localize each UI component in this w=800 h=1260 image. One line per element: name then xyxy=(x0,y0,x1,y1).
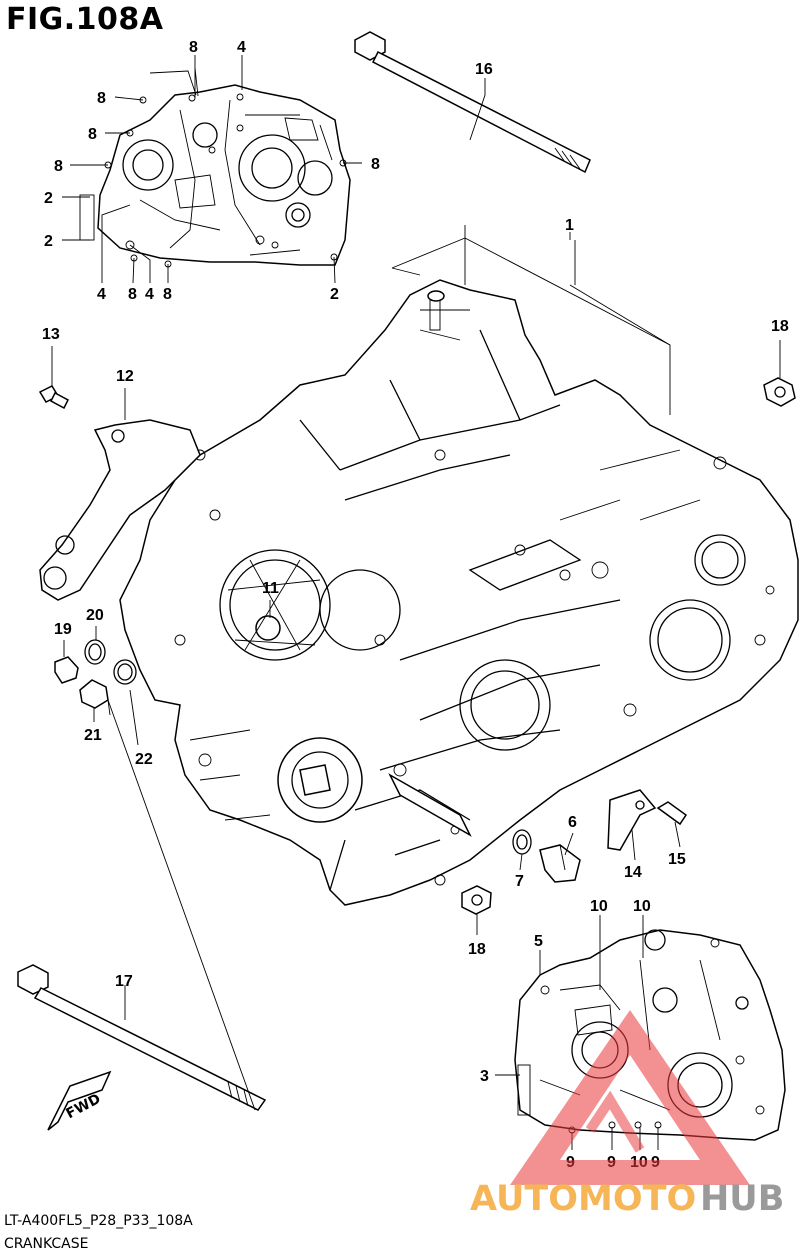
callout-4: 4 xyxy=(97,286,106,303)
callout-7: 7 xyxy=(515,873,524,890)
callout-2: 2 xyxy=(330,286,339,303)
callout-18: 18 xyxy=(468,941,486,958)
callout-11: 11 xyxy=(262,580,279,597)
callout-8: 8 xyxy=(128,286,137,303)
long-bolt-17 xyxy=(17,964,267,1111)
watermark-triangle-icon xyxy=(510,1010,750,1185)
callout-22: 22 xyxy=(135,751,153,768)
callout-3: 3 xyxy=(480,1068,489,1085)
callout-8: 8 xyxy=(371,156,380,173)
callout-2: 2 xyxy=(44,190,53,207)
bolt-13 xyxy=(38,385,69,410)
bolt-15 xyxy=(656,801,688,826)
callout-4: 4 xyxy=(237,39,246,56)
plug-19 xyxy=(54,656,79,684)
callout-8: 8 xyxy=(189,39,198,56)
bracket-14 xyxy=(607,789,657,851)
watermark-logo xyxy=(510,1010,750,1185)
callout-8: 8 xyxy=(97,90,106,107)
callout-8: 8 xyxy=(163,286,172,303)
fwd-arrow: FWD xyxy=(47,1070,112,1131)
callout-8: 8 xyxy=(88,126,97,143)
figure-title: FIG.108A xyxy=(6,2,164,37)
callout-16: 16 xyxy=(475,61,493,78)
callout-6: 6 xyxy=(568,814,577,831)
callout-20: 20 xyxy=(86,607,104,624)
washer-22 xyxy=(113,659,137,685)
watermark-part1: AUTOMOTO xyxy=(470,1179,696,1219)
watermark-text: AUTOMOTO HUB xyxy=(470,1179,784,1219)
callout-10: 10 xyxy=(633,898,651,915)
callout-12: 12 xyxy=(116,368,134,385)
bracket-12 xyxy=(39,419,201,601)
callout-19: 19 xyxy=(54,621,72,638)
callout-14: 14 xyxy=(624,864,642,881)
callout-13: 13 xyxy=(42,326,60,343)
figure-code: LT-A400FL5_P28_P33_108A xyxy=(4,1213,193,1229)
callout-10: 10 xyxy=(590,898,608,915)
callout-2: 2 xyxy=(44,233,53,250)
watermark-part2: HUB xyxy=(700,1179,784,1219)
callout-17: 17 xyxy=(115,973,133,990)
washer-7 xyxy=(512,829,532,855)
plug-21 xyxy=(79,679,109,709)
figure-name: CRANKCASE xyxy=(4,1236,89,1252)
callout-18: 18 xyxy=(771,318,789,335)
washer-20 xyxy=(84,639,106,665)
main-crankcase xyxy=(119,225,799,906)
callout-5: 5 xyxy=(534,933,543,950)
nut-18-top xyxy=(763,377,796,407)
leader-lines xyxy=(51,55,781,1150)
callout-21: 21 xyxy=(84,727,102,744)
callout-1: 1 xyxy=(565,217,574,234)
callout-8: 8 xyxy=(54,158,63,175)
left-crankcase-half xyxy=(79,67,351,268)
long-bolt-16 xyxy=(354,31,591,174)
callout-15: 15 xyxy=(668,851,686,868)
bolt-6 xyxy=(539,844,581,883)
right-crankcase-half xyxy=(514,929,786,1141)
callout-4: 4 xyxy=(145,286,154,303)
nut-18-bottom xyxy=(461,885,492,915)
